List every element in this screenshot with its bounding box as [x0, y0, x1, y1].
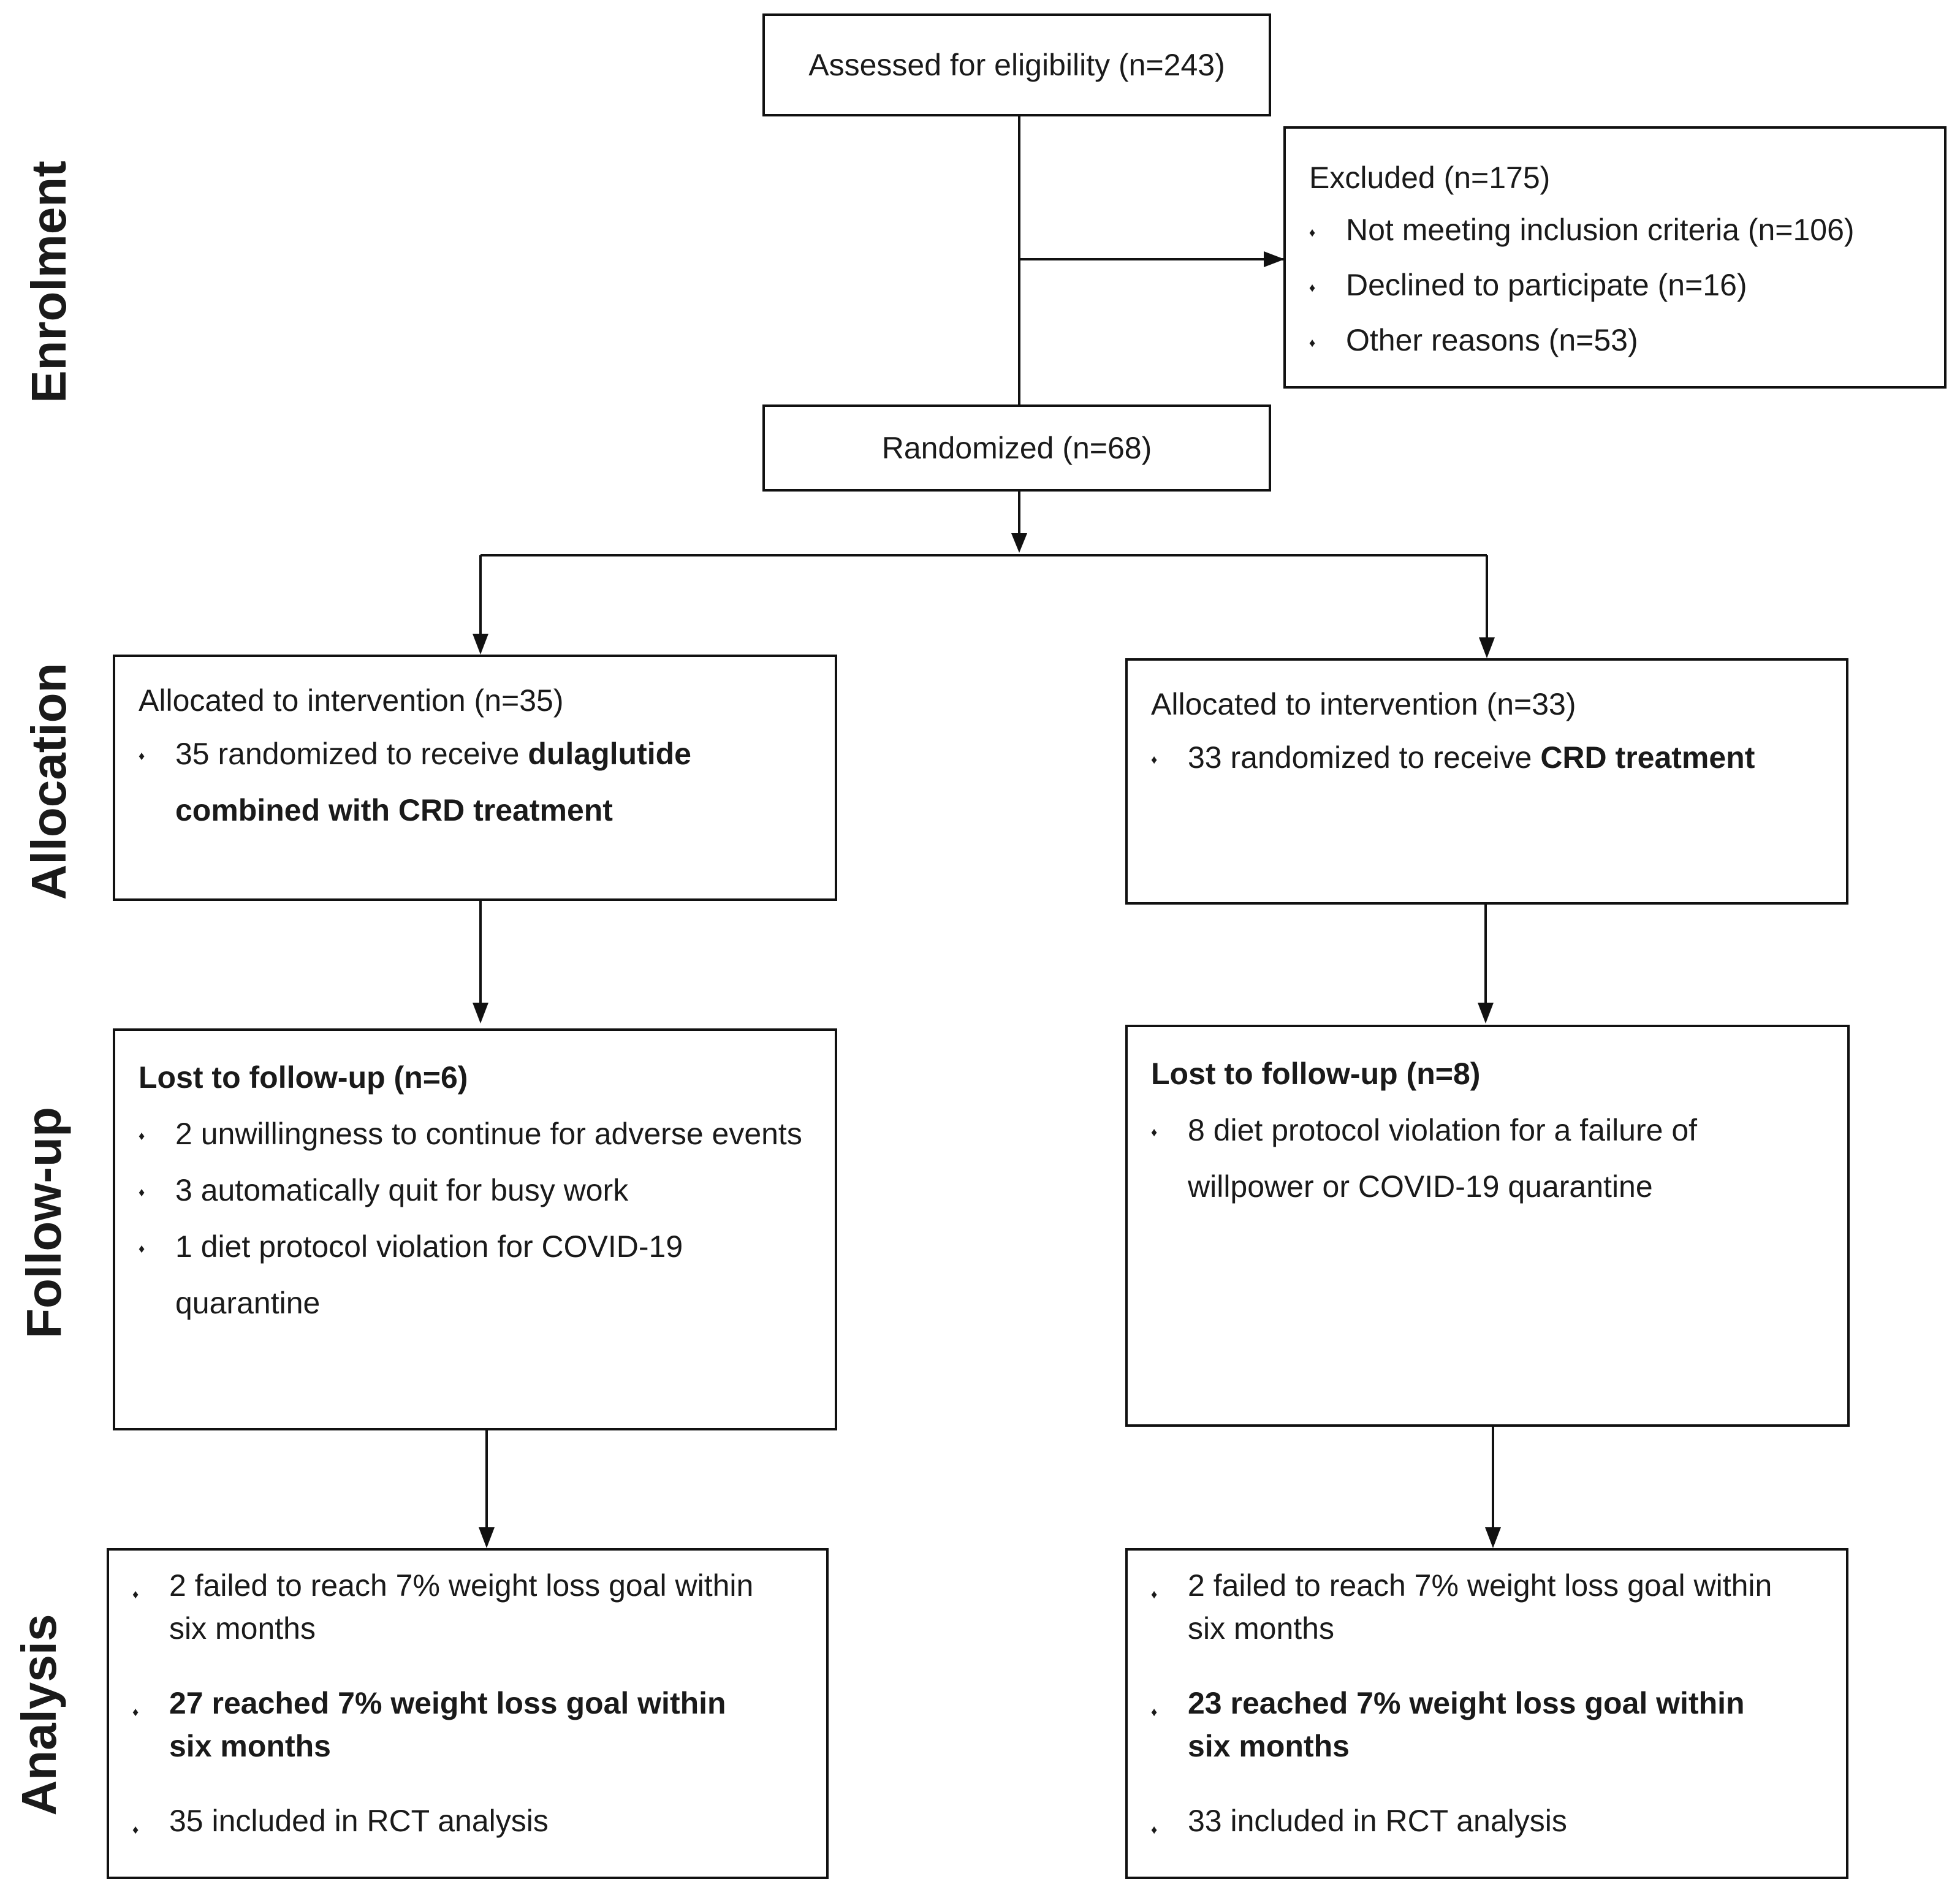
- excluded-item: Declined to participate (n=16): [1309, 257, 1921, 319]
- analysis-left-reached: 27 reached 7% weight loss goal within si…: [132, 1682, 803, 1768]
- allocation-right-item: 33 randomized to receive CRD treatment: [1151, 729, 1823, 791]
- allocation-right-item-prefix: 33 randomized to receive: [1188, 740, 1541, 775]
- excluded-item: Not meeting inclusion criteria (n=106): [1309, 202, 1921, 264]
- randomized-text: Randomized (n=68): [881, 431, 1152, 465]
- randomized-box: Randomized (n=68): [762, 404, 1271, 492]
- followup-left-list: 2 unwillingness to continue for adverse …: [139, 1106, 811, 1331]
- analysis-right-list: 2 failed to reach 7% weight loss goal wi…: [1151, 1564, 1823, 1861]
- followup-right-title: Lost to follow-up (n=8): [1151, 1057, 1481, 1091]
- assessed-box: Assessed for eligibility (n=243): [762, 13, 1271, 116]
- allocation-left-list: 35 randomized to receive dulaglutide com…: [139, 726, 811, 838]
- analysis-left-box: 2 failed to reach 7% weight loss goal wi…: [107, 1548, 829, 1879]
- followup-left-title: Lost to follow-up (n=6): [139, 1060, 468, 1095]
- analysis-left-included: 35 included in RCT analysis: [132, 1799, 803, 1861]
- allocation-right-item-treatment: CRD treatment: [1540, 740, 1755, 775]
- allocation-left-item-treatment: dulaglutide combined with CRD treatment: [175, 737, 691, 827]
- followup-left-item: 1 diet protocol violation for COVID-19 q…: [139, 1218, 811, 1331]
- allocation-right-box: Allocated to intervention (n=33) 33 rand…: [1125, 658, 1848, 905]
- allocation-left-box: Allocated to intervention (n=35) 35 rand…: [113, 655, 837, 901]
- followup-right-list: 8 diet protocol violation for a failure …: [1151, 1102, 1824, 1215]
- analysis-right-failed: 2 failed to reach 7% weight loss goal wi…: [1151, 1564, 1823, 1650]
- followup-right-box: Lost to follow-up (n=8) 8 diet protocol …: [1125, 1025, 1850, 1427]
- followup-right-item: 8 diet protocol violation for a failure …: [1151, 1102, 1824, 1215]
- allocation-left-title: Allocated to intervention (n=35): [139, 683, 564, 718]
- allocation-left-item: 35 randomized to receive dulaglutide com…: [139, 726, 811, 838]
- analysis-right-included: 33 included in RCT analysis: [1151, 1799, 1823, 1861]
- excluded-item: Other reasons (n=53): [1309, 313, 1921, 374]
- analysis-right-reached: 23 reached 7% weight loss goal within si…: [1151, 1682, 1823, 1768]
- stage-label-enrolment: Enrolment: [21, 161, 76, 403]
- analysis-left-failed: 2 failed to reach 7% weight loss goal wi…: [132, 1564, 803, 1650]
- assessed-text: Assessed for eligibility (n=243): [808, 48, 1225, 82]
- followup-left-item: 2 unwillingness to continue for adverse …: [139, 1106, 811, 1167]
- allocation-right-list: 33 randomized to receive CRD treatment: [1151, 729, 1823, 791]
- allocation-right-title: Allocated to intervention (n=33): [1151, 687, 1576, 721]
- stage-label-follow-up: Follow-up: [17, 1107, 71, 1339]
- stage-label-allocation: Allocation: [21, 663, 76, 900]
- excluded-box: Excluded (n=175) Not meeting inclusion c…: [1283, 126, 1947, 389]
- excluded-title: Excluded (n=175): [1309, 161, 1551, 195]
- allocation-left-item-prefix: 35 randomized to receive: [175, 737, 528, 771]
- analysis-left-list: 2 failed to reach 7% weight loss goal wi…: [132, 1564, 803, 1861]
- followup-left-box: Lost to follow-up (n=6) 2 unwillingness …: [113, 1028, 837, 1430]
- stage-label-analysis: Analysis: [12, 1614, 66, 1816]
- excluded-list: Not meeting inclusion criteria (n=106) D…: [1309, 202, 1921, 374]
- followup-left-item: 3 automatically quit for busy work: [139, 1162, 811, 1223]
- analysis-right-box: 2 failed to reach 7% weight loss goal wi…: [1125, 1548, 1848, 1879]
